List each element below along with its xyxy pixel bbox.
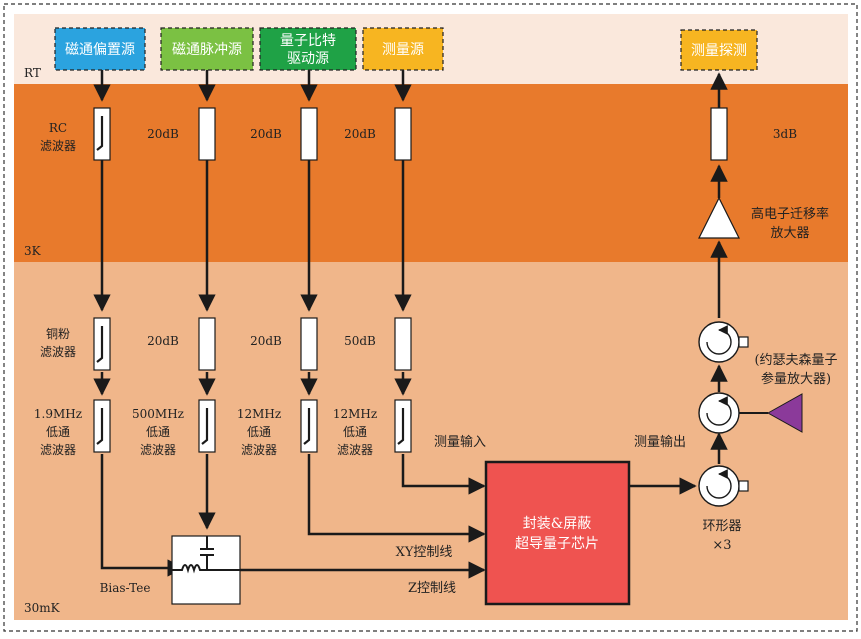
measure-output-label: 测量输出 — [634, 434, 686, 450]
atten-label-3k-flux-pulse: 20dB — [147, 127, 179, 141]
atten-label-mk-measure: 50dB — [344, 334, 376, 348]
lp-type-measure: 低通 — [343, 425, 367, 439]
atten-label-3k-measure: 20dB — [344, 127, 376, 141]
rc-filter — [93, 107, 111, 161]
lp-type-flux-pulse: 低通 — [146, 425, 170, 439]
circulator-label-1: 环形器 — [702, 519, 741, 534]
source-measure-label: 测量源 — [382, 42, 424, 58]
atten-label-3k-output: 3dB — [773, 127, 797, 141]
rc-filter-label-2: 滤波器 — [40, 139, 76, 153]
lp-name-flux-pulse: 滤波器 — [140, 443, 176, 457]
circulator-label-2: ×3 — [712, 538, 731, 553]
lp-freq-qubit-drive: 12MHz — [237, 407, 281, 421]
source-qubit-drive: 量子比特 驱动源 — [259, 27, 357, 71]
lp-name-measure: 滤波器 — [337, 443, 373, 457]
xy-line-label: XY控制线 — [396, 545, 453, 560]
lp-type-flux-bias: 低通 — [46, 425, 70, 439]
source-flux-bias: 磁通偏置源 — [54, 27, 146, 71]
circulator-2 — [698, 392, 740, 434]
lowpass-filter-flux-bias — [93, 399, 111, 453]
stage-label-3k: 3K — [24, 244, 42, 258]
jpa-label-1: (约瑟夫森量子 — [754, 353, 837, 368]
source-measure: 测量源 — [362, 27, 444, 71]
z-line-label: Z控制线 — [408, 581, 456, 596]
rc-filter-label-1: RC — [49, 121, 67, 135]
attenuator-mk-qubit-drive — [300, 317, 318, 371]
source-qubit-drive-label-1: 量子比特 — [280, 33, 336, 49]
source-flux-pulse-label: 磁通脉冲源 — [172, 42, 242, 58]
atten-label-3k-qubit-drive: 20dB — [250, 127, 282, 141]
band-30mk — [14, 262, 848, 620]
measure-probe-label: 测量探测 — [691, 43, 747, 59]
bias-tee — [171, 535, 241, 605]
measure-probe: 测量探测 — [680, 29, 758, 71]
attenuator-3k-measure — [394, 107, 412, 161]
bias-tee-label: Bias-Tee — [100, 581, 151, 595]
copper-filter-label-2: 滤波器 — [40, 345, 76, 359]
attenuator-3k-qubit-drive — [300, 107, 318, 161]
hemt-label-1: 高电子迁移率 — [751, 206, 829, 222]
chip-label-1: 封装&屏蔽 — [523, 516, 591, 532]
circulator-1 — [698, 465, 749, 507]
jpa-pump — [766, 393, 803, 433]
source-qubit-drive-label-2: 驱动源 — [287, 51, 329, 67]
copper-powder-filter — [93, 317, 111, 371]
stage-label-30mk: 30mK — [24, 601, 61, 615]
circulator-3 — [698, 321, 749, 363]
jpa-label-2: 参量放大器) — [761, 371, 831, 387]
copper-filter-label-1: 铜粉 — [46, 326, 70, 341]
attenuator-3k-output — [710, 107, 728, 161]
lp-freq-flux-bias: 1.9MHz — [34, 407, 82, 421]
lp-name-flux-bias: 滤波器 — [40, 443, 76, 457]
lp-name-qubit-drive: 滤波器 — [241, 443, 277, 457]
atten-label-mk-flux-pulse: 20dB — [147, 334, 179, 348]
lowpass-filter-flux-pulse — [198, 399, 216, 453]
chip-label-2: 超导量子芯片 — [515, 536, 599, 552]
outer-dashed-frame — [3, 3, 858, 632]
atten-label-mk-qubit-drive: 20dB — [250, 334, 282, 348]
source-flux-bias-label: 磁通偏置源 — [65, 42, 135, 58]
attenuator-mk-measure — [394, 317, 412, 371]
lp-freq-measure: 12MHz — [333, 407, 377, 421]
hemt-amplifier — [698, 196, 740, 239]
lp-type-qubit-drive: 低通 — [247, 425, 271, 439]
stage-label-rt: RT — [24, 66, 41, 80]
attenuator-3k-flux-pulse — [198, 107, 216, 161]
quantum-chip: 封装&屏蔽 超导量子芯片 — [484, 460, 631, 606]
lp-freq-flux-pulse: 500MHz — [132, 407, 184, 421]
lowpass-filter-qubit-drive — [300, 399, 318, 453]
wires — [93, 70, 728, 579]
lowpass-filter-measure — [394, 399, 412, 453]
hemt-label-2: 放大器 — [770, 226, 809, 241]
attenuator-mk-flux-pulse — [198, 317, 216, 371]
source-flux-pulse: 磁通脉冲源 — [160, 27, 254, 71]
measure-input-label: 测量输入 — [434, 434, 486, 450]
